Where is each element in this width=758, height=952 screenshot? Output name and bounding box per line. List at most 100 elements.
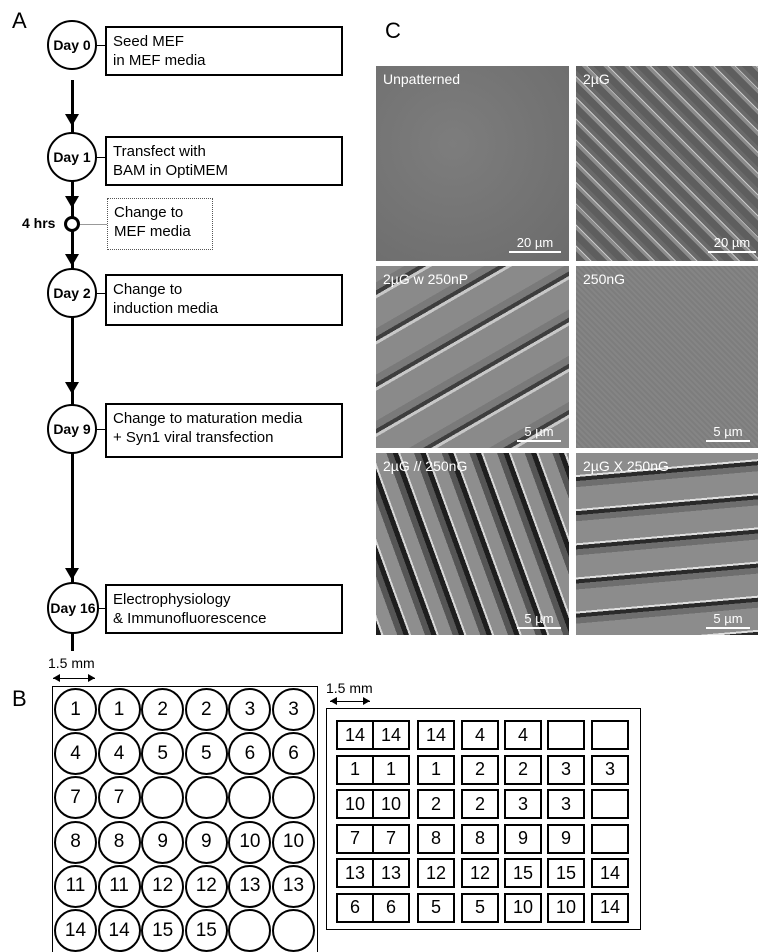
square-well: 2	[504, 754, 542, 785]
connector	[97, 429, 105, 430]
square-well: 10	[547, 892, 585, 923]
round-well: 9	[141, 820, 185, 864]
connector	[97, 157, 105, 158]
square-well: 5	[417, 892, 455, 923]
arrow-down-icon	[65, 382, 79, 394]
round-well: 4	[54, 732, 97, 776]
micrograph-unpatterned: Unpatterned 20 µm	[376, 66, 569, 261]
round-well: 3	[272, 688, 315, 731]
square-well: 4	[461, 720, 499, 750]
micrograph-label: 2µG	[583, 71, 610, 87]
square-well	[591, 789, 629, 819]
square-well: 3	[547, 754, 585, 785]
square-well: 14	[417, 720, 455, 750]
arrow-down-icon	[65, 114, 79, 126]
round-well: 15	[184, 909, 228, 952]
round-well: 9	[184, 820, 228, 864]
connector	[97, 45, 105, 46]
timepoint-marker	[64, 216, 80, 232]
scale-label: 5 µm	[713, 424, 743, 439]
scale-label: 5 µm	[524, 424, 554, 439]
square-well: 10	[336, 789, 374, 819]
round-well: 14	[97, 909, 141, 952]
timeline-day: Day 16	[47, 582, 99, 634]
round-well: 3	[228, 688, 272, 731]
timeline-day: Day 0	[47, 20, 97, 70]
panel-letter-c: C	[385, 18, 401, 43]
timeline-step: Change to maturation media + Syn1 viral …	[105, 403, 343, 458]
timeline-step: Seed MEF in MEF media	[105, 26, 343, 76]
round-well: 7	[97, 776, 141, 820]
timeline-day: 4 hrs	[22, 215, 56, 231]
micrograph-2ug-w-250np: 2µG w 250nP 5 µm	[376, 266, 569, 448]
round-well: 10	[228, 820, 272, 864]
square-well	[591, 720, 629, 750]
timeline-step: Transfect with BAM in OptiMEM	[105, 136, 343, 186]
round-well: 2	[184, 688, 228, 731]
scale-label: 5 µm	[524, 611, 554, 626]
connector	[80, 224, 107, 225]
timeline-line	[71, 80, 74, 651]
square-well: 1	[336, 754, 374, 785]
round-well	[228, 909, 272, 952]
connector	[99, 608, 105, 609]
square-well: 1	[372, 754, 410, 785]
square-well: 15	[504, 858, 542, 888]
square-well: 14	[372, 720, 410, 750]
square-well: 8	[461, 823, 499, 854]
square-well: 12	[417, 858, 455, 888]
micrograph-label: 2µG X 250nG	[583, 458, 669, 474]
micrograph-label: 2µG w 250nP	[383, 271, 469, 287]
round-well: 2	[141, 688, 185, 731]
micrograph-label: Unpatterned	[383, 71, 461, 87]
micrograph-label: 2µG // 250nG	[383, 458, 468, 474]
scale-label: 20 µm	[516, 235, 554, 250]
square-well: 6	[372, 892, 410, 923]
round-well: 10	[272, 820, 315, 864]
timeline-step: Change to MEF media	[107, 198, 213, 250]
round-well: 12	[184, 864, 228, 908]
round-well	[184, 776, 228, 820]
double-arrow-icon	[53, 674, 95, 682]
square-well: 2	[417, 789, 455, 819]
round-well: 11	[54, 864, 97, 908]
square-well: 14	[591, 858, 629, 888]
square-well: 14	[591, 892, 629, 923]
timeline-day: Day 2	[47, 268, 97, 318]
round-well: 8	[54, 820, 97, 864]
scale-label: 5 µm	[713, 611, 743, 626]
round-well	[141, 776, 185, 820]
micrograph-label: 250nG	[583, 271, 626, 287]
arrow-down-icon	[65, 196, 79, 208]
round-well: 13	[272, 864, 315, 908]
square-well: 6	[336, 892, 374, 923]
square-well: 13	[372, 858, 410, 888]
round-well	[228, 776, 272, 820]
square-well: 8	[417, 823, 455, 854]
round-well	[272, 776, 315, 820]
round-well: 12	[141, 864, 185, 908]
micrograph-250ng: 250nG 5 µm	[576, 266, 758, 448]
scale-bar: 20 µm	[708, 235, 756, 253]
scale-bar: 5 µm	[706, 424, 750, 442]
arrow-down-icon	[65, 568, 79, 580]
micrograph-2ug-parallel-250ng: 2µG // 250nG 5 µm	[376, 453, 569, 635]
square-well: 7	[372, 823, 410, 854]
square-well: 3	[504, 789, 542, 819]
round-well: 7	[54, 776, 97, 820]
square-well: 4	[504, 720, 542, 750]
round-well: 11	[97, 864, 141, 908]
scale-label: 20 µm	[713, 235, 751, 250]
scale-bar: 20 µm	[509, 235, 561, 253]
round-well: 1	[54, 688, 97, 731]
timeline-step: Electrophysiology & Immunofluorescence	[105, 584, 343, 634]
timeline-day: Day 1	[47, 132, 97, 182]
connector	[97, 293, 105, 294]
square-well: 10	[372, 789, 410, 819]
square-well: 9	[547, 823, 585, 854]
scale-bar: 5 µm	[706, 611, 750, 629]
micrograph-2ug-x-250ng: 2µG X 250nG 5 µm	[576, 453, 758, 635]
timeline-step: Change to induction media	[105, 274, 343, 326]
